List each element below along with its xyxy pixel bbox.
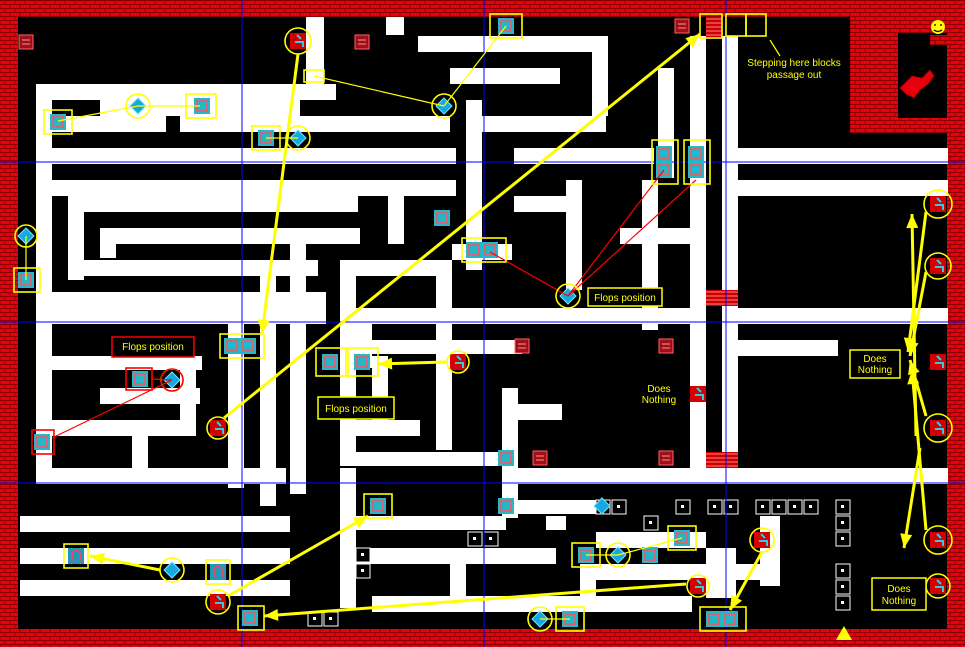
corridor: [546, 516, 566, 530]
gap-tile-dot: [809, 505, 812, 508]
red-crate-icon: [659, 451, 673, 465]
gap-tile-dot: [681, 505, 684, 508]
red-crate-icon: [675, 19, 689, 33]
corridor: [466, 116, 606, 132]
gap-tile-dot: [841, 585, 844, 588]
gap-tile-dot: [777, 505, 780, 508]
corridor: [68, 260, 318, 276]
gap-tile-dot: [841, 505, 844, 508]
corridor: [36, 180, 456, 196]
corridor: [36, 292, 326, 308]
chamber-wall-left: [850, 33, 898, 133]
gap-tile-dot: [713, 505, 716, 508]
chamber-wall-bottom: [898, 118, 947, 133]
does-label-bottom: Does: [887, 584, 910, 595]
corridor: [566, 180, 582, 290]
stepping-note-line2: passage out: [767, 70, 822, 81]
corridor: [340, 260, 450, 276]
red-crate-icon: [19, 35, 33, 49]
red-crate-icon: [355, 35, 369, 49]
corridor: [620, 228, 690, 244]
corridor: [20, 548, 290, 564]
red-crate-icon: [515, 339, 529, 353]
corridor: [592, 36, 608, 116]
nothing-label-center: Nothing: [642, 395, 676, 406]
gap-tile-dot: [841, 537, 844, 540]
gap-tile-dot: [841, 569, 844, 572]
gap-tile-dot: [361, 553, 364, 556]
flops-position-label-left: Flops position: [122, 342, 184, 353]
corridor: [340, 468, 356, 608]
gap-tile-dot: [473, 537, 476, 540]
corridor: [642, 180, 658, 330]
corridor: [132, 420, 148, 470]
gap-tile-dot: [313, 617, 316, 620]
corridor: [760, 516, 780, 586]
corridor: [100, 228, 116, 258]
corridor: [722, 36, 738, 476]
corridor: [340, 420, 420, 436]
corridor: [388, 196, 404, 244]
corridor: [706, 548, 736, 598]
gap-tile-dot: [729, 505, 732, 508]
gap-tile-dot: [617, 505, 620, 508]
gap-tile-dot: [841, 601, 844, 604]
corridor: [502, 404, 562, 420]
corridor: [356, 548, 556, 564]
gap-tile-dot: [793, 505, 796, 508]
corridor: [180, 116, 450, 132]
corridor: [738, 340, 838, 356]
chamber-wall-nub: [930, 35, 947, 45]
gap-tile-dot: [649, 521, 652, 524]
stepping-note-line1: Stepping here blocks: [747, 58, 840, 69]
corridor: [516, 468, 948, 484]
gap-tile-dot: [329, 617, 332, 620]
corridor: [738, 180, 948, 196]
corridor: [68, 196, 358, 212]
flops-position-label-middle: Flops position: [325, 404, 387, 415]
corridor: [290, 244, 306, 494]
red-crate-icon: [533, 451, 547, 465]
corridor: [340, 452, 500, 466]
nothing-label-bottom: Nothing: [882, 596, 916, 607]
corridor: [36, 468, 286, 484]
gap-tile-dot: [489, 537, 492, 540]
corridor: [516, 500, 596, 514]
red-crate-icon: [659, 339, 673, 353]
nothing-label-right: Nothing: [858, 365, 892, 376]
flops-position-label-center: Flops position: [594, 293, 656, 304]
gap-tile-dot: [841, 521, 844, 524]
does-label-right: Does: [863, 354, 886, 365]
corridor: [450, 564, 466, 604]
corridor: [690, 36, 706, 476]
corridor: [386, 17, 404, 35]
does-label-center: Does: [647, 384, 670, 395]
corridor: [100, 228, 360, 244]
corridor: [20, 516, 290, 532]
gap-tile-dot: [761, 505, 764, 508]
corridor: [36, 340, 52, 470]
gap-tile-dot: [361, 569, 364, 572]
corridor: [580, 580, 596, 610]
corridor: [514, 196, 574, 212]
